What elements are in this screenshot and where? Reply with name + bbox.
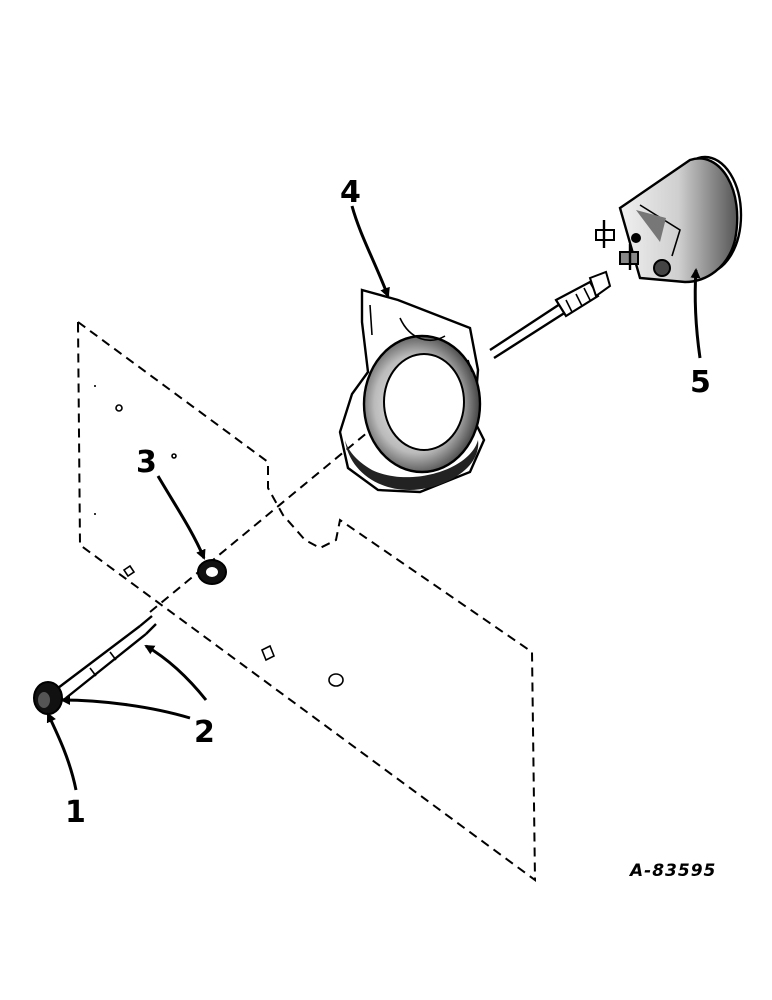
callout-2: 2 bbox=[194, 715, 215, 750]
speedometer-cable bbox=[33, 615, 157, 715]
callout-5: 5 bbox=[690, 365, 711, 400]
callout-1: 1 bbox=[65, 795, 86, 830]
gauge-body bbox=[595, 155, 743, 284]
callout-4: 4 bbox=[340, 175, 361, 210]
grommet bbox=[197, 559, 227, 585]
gauge-bezel-housing bbox=[338, 288, 486, 494]
gauge-drive-shaft bbox=[489, 270, 612, 360]
leader-lines bbox=[46, 205, 702, 791]
dash-panel bbox=[76, 320, 537, 882]
figure-reference: A-83595 bbox=[628, 861, 716, 881]
callout-3: 3 bbox=[136, 445, 157, 480]
